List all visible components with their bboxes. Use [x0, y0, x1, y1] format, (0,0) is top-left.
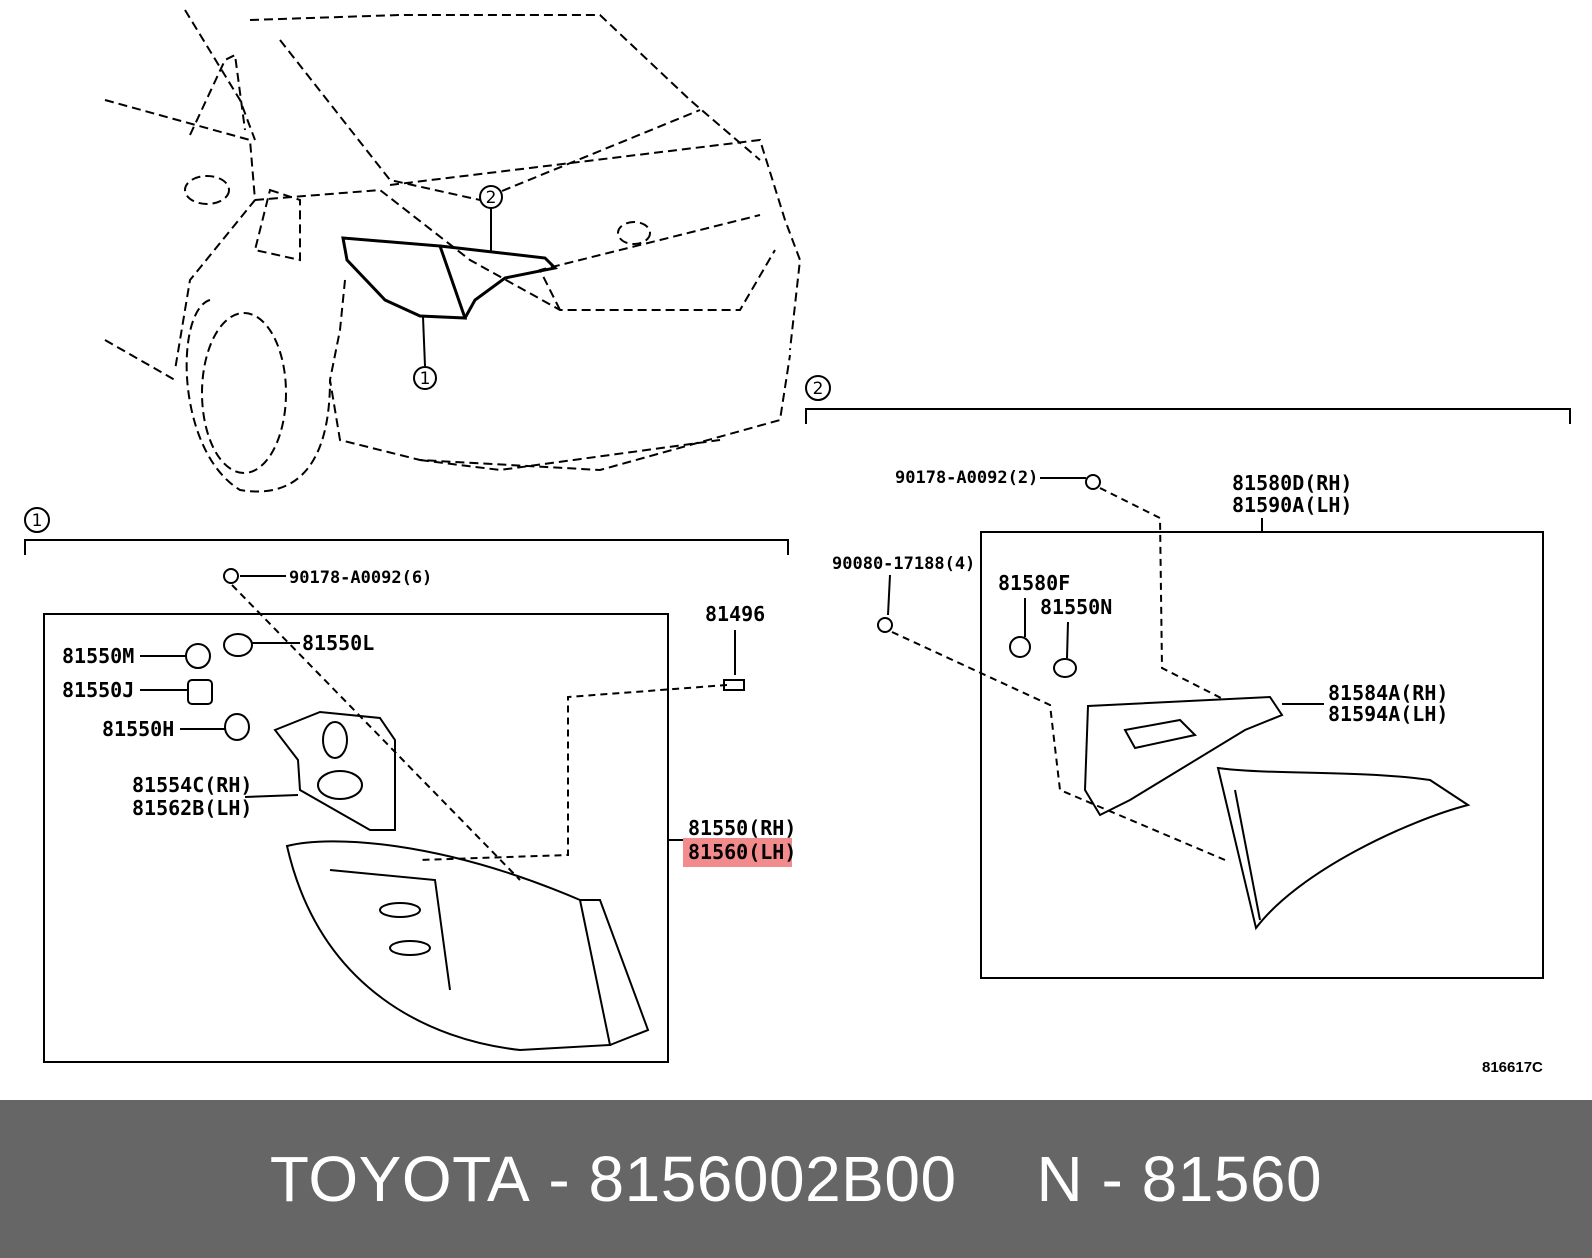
svg-text:81550J: 81550J: [62, 678, 134, 702]
right-screw-icon: [1040, 474, 1101, 490]
left-bulb-l-icon: [223, 633, 300, 657]
left-clip-icon: [723, 630, 745, 691]
svg-text:2: 2: [486, 188, 497, 208]
left-bulb-h-icon: [180, 713, 250, 741]
right-gasket-icon: [1083, 695, 1324, 817]
svg-text:81580F: 81580F: [998, 571, 1070, 595]
left-lamp-icon: [285, 839, 684, 1052]
svg-text:90178-A0092(2): 90178-A0092(2): [895, 468, 1038, 488]
n-prefix: N: [1036, 1143, 1084, 1215]
right-group-bracket: [805, 408, 1571, 424]
left-group-bracket: [24, 539, 789, 555]
left-socket-m-icon: [140, 643, 211, 669]
tail-lamp-outline: [341, 236, 559, 320]
svg-text:81550M: 81550M: [62, 644, 134, 668]
right-lamp-icon: [1216, 766, 1471, 931]
left-screw-icon: [223, 568, 286, 584]
svg-text:81550(RH): 81550(RH): [688, 816, 796, 840]
svg-text:90178-A0092(6): 90178-A0092(6): [289, 568, 432, 588]
callout-leaders: [422, 207, 492, 367]
callout-two-right: 2: [805, 375, 831, 401]
highlight-box: [683, 838, 792, 867]
right-socket-f-icon: [1009, 598, 1031, 658]
svg-text:1: 1: [32, 511, 43, 531]
svg-text:81550N: 81550N: [1040, 595, 1112, 619]
svg-text:81554C(RH): 81554C(RH): [132, 773, 252, 797]
left-panel-frame: [43, 613, 669, 1063]
right-dashed-leaders: [891, 487, 1226, 861]
svg-text:81584A(RH): 81584A(RH): [1328, 681, 1448, 705]
svg-text:81550H: 81550H: [102, 717, 174, 741]
svg-text:81560(LH): 81560(LH): [688, 840, 796, 864]
left-gasket-icon: [244, 710, 396, 831]
svg-text:1: 1: [420, 369, 431, 389]
car-rear-illustration: [104, 9, 802, 493]
left-socket-j-icon: [140, 679, 213, 705]
svg-text:81550L: 81550L: [302, 631, 374, 655]
part-number: 8156002B00: [588, 1143, 957, 1215]
svg-text:81562B(LH): 81562B(LH): [132, 796, 252, 820]
svg-text:2: 2: [813, 379, 824, 399]
svg-text:81594A(LH): 81594A(LH): [1328, 702, 1448, 726]
svg-text:90080-17188(4): 90080-17188(4): [832, 554, 975, 574]
n-number: 81560: [1141, 1143, 1323, 1215]
callout-two-top: 2: [479, 185, 503, 209]
left-dashed-leaders: [231, 584, 728, 881]
callout-one-top: 1: [413, 366, 437, 390]
parts-diagram: 2 1 1 90178-A0092(6) 81496 81550M 81550J…: [24, 9, 1571, 1076]
svg-text:81496: 81496: [705, 602, 765, 626]
part-footer: TOYOTA - 8156002B00 N - 81560: [0, 1100, 1592, 1258]
callout-one-left: 1: [24, 507, 50, 533]
svg-text:81580D(RH): 81580D(RH): [1232, 471, 1352, 495]
right-bulb-n-icon: [1053, 621, 1077, 678]
svg-text:816617C: 816617C: [1482, 1059, 1543, 1076]
brand-name: TOYOTA: [269, 1143, 531, 1215]
svg-text:81590A(LH): 81590A(LH): [1232, 493, 1352, 517]
right-nut-icon: [877, 574, 893, 633]
